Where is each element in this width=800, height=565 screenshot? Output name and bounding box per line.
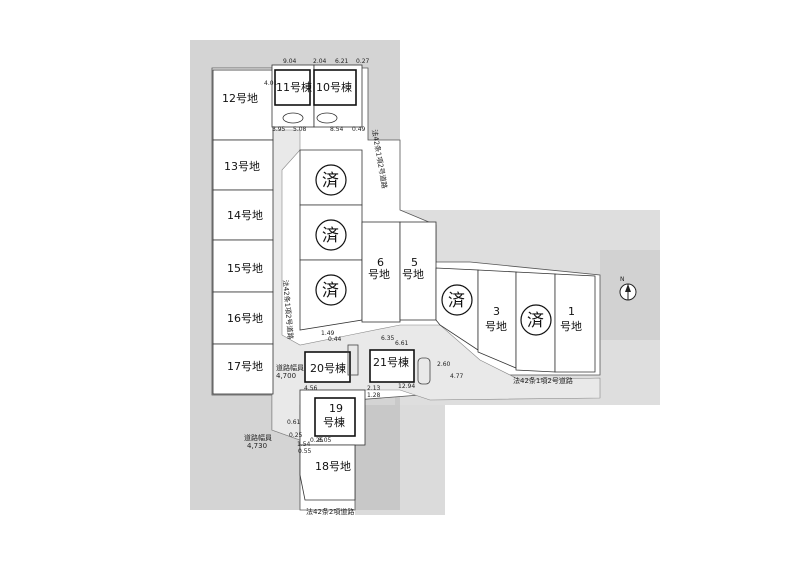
svg-text:17号地: 17号地 [227,360,263,373]
svg-text:法42条1項2号道路: 法42条1項2号道路 [513,376,573,385]
svg-text:2.60: 2.60 [437,361,451,368]
svg-text:4,730: 4,730 [247,442,267,450]
svg-text:号地: 号地 [368,268,390,281]
sold-lot-c: 済 [299,259,363,331]
svg-text:0.61: 0.61 [287,419,301,426]
lot-19: 19 号棟 [299,389,366,446]
svg-text:0.44: 0.44 [328,336,342,343]
lot-15: 15号地 [212,239,274,293]
svg-text:8.54: 8.54 [330,126,344,133]
svg-text:21号棟: 21号棟 [373,355,409,369]
svg-text:号地: 号地 [485,320,507,333]
svg-text:15号地: 15号地 [227,262,263,275]
svg-text:19: 19 [329,402,343,415]
lot-1: 1 号地 [554,273,596,373]
lot-20: 20号棟 [304,344,359,383]
svg-text:3.95: 3.95 [272,126,286,133]
svg-text:済: 済 [448,291,465,311]
svg-text:道路幅員: 道路幅員 [276,363,304,372]
svg-text:済: 済 [322,281,339,301]
svg-text:8.05: 8.05 [318,437,332,444]
lot-21: 21号棟 [369,349,431,385]
lot-6: 6 号地 [361,221,401,323]
svg-text:0.27: 0.27 [356,58,370,65]
dimension-labels: 9.04 2.04 6.21 0.27 3.95 5.08 8.54 0.49 … [264,58,464,455]
svg-text:16号地: 16号地 [227,312,263,325]
svg-text:済: 済 [322,171,339,191]
sold-lot-d: 済 [435,267,479,351]
svg-text:6.35: 6.35 [381,335,395,342]
svg-text:済: 済 [527,311,544,331]
lot-5: 5 号地 [399,221,437,321]
svg-text:4.77: 4.77 [450,373,464,380]
svg-text:0.25: 0.25 [310,437,324,444]
svg-text:3: 3 [493,305,500,318]
svg-text:13号地: 13号地 [224,160,260,173]
lot-11: 11号棟 [271,64,315,128]
svg-text:20号棟: 20号棟 [310,361,346,375]
lot-16: 16号地 [212,291,274,345]
lot-14: 14号地 [212,189,274,241]
lot-13: 13号地 [212,139,274,191]
lot-3: 3 号地 [477,269,517,369]
svg-text:1.28: 1.28 [367,392,381,399]
svg-text:9.04: 9.04 [283,58,297,65]
svg-text:12.94: 12.94 [398,383,415,390]
svg-text:14号地: 14号地 [227,209,263,222]
svg-text:号地: 号地 [560,320,582,333]
svg-text:4,700: 4,700 [276,372,296,380]
svg-text:12号地: 12号地 [222,92,258,105]
svg-text:1: 1 [568,305,575,318]
svg-text:N: N [620,276,625,283]
svg-text:4.56: 4.56 [304,385,318,392]
svg-text:法42条2項道路: 法42条2項道路 [306,507,354,516]
svg-text:0.49: 0.49 [352,126,366,133]
lot-18: 18号地 [299,444,356,501]
svg-text:2.13: 2.13 [367,385,381,392]
svg-text:号棟: 号棟 [323,415,345,429]
lot-12: 12号地 [212,69,274,141]
sold-lot-e: 済 [515,271,556,373]
svg-text:18号地: 18号地 [315,460,351,473]
svg-text:5: 5 [411,256,418,269]
sold-lot-b: 済 [299,204,363,261]
svg-text:1.49: 1.49 [321,330,335,337]
svg-text:6.21: 6.21 [335,58,349,65]
svg-text:6.61: 6.61 [395,340,409,347]
sold-lot-a: 済 [299,149,363,206]
svg-text:4.01: 4.01 [264,80,278,87]
north-arrow: N [619,276,637,301]
svg-text:済: 済 [322,226,339,246]
svg-text:10号棟: 10号棟 [316,80,352,94]
svg-text:号地: 号地 [402,268,424,281]
svg-text:0.55: 0.55 [298,448,312,455]
svg-text:6: 6 [377,256,384,269]
svg-text:道路幅員: 道路幅員 [244,433,272,442]
svg-text:0.25: 0.25 [289,432,303,439]
svg-text:11号棟: 11号棟 [276,80,312,94]
svg-text:5.08: 5.08 [293,126,307,133]
lot-17: 17号地 [212,343,274,395]
lot-10: 10号棟 [313,64,363,128]
svg-text:1.54: 1.54 [297,441,311,448]
svg-text:2.04: 2.04 [313,58,327,65]
